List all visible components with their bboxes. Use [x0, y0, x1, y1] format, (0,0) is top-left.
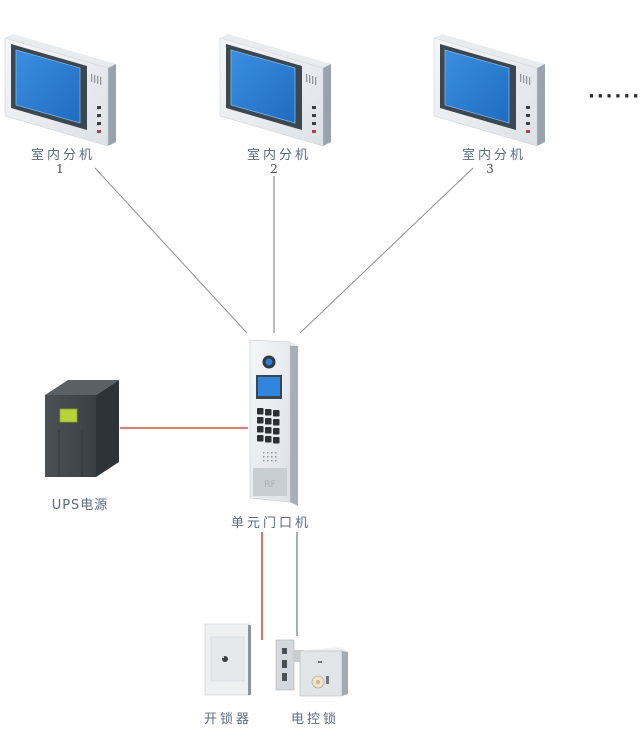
indoor-unit-1: [4, 34, 116, 147]
indoor-unit-1-label: 室内分机: [30, 148, 95, 163]
indoor-unit-2-label: 室内分机: [246, 148, 311, 163]
more-units-ellipsis: ·······: [588, 86, 640, 107]
door-station-label: 单元门口机: [230, 516, 311, 531]
unlock-button-label: 开锁器: [203, 712, 252, 727]
indoor-unit-2: [219, 34, 331, 147]
indoor-unit-2-number: 2: [270, 162, 278, 176]
connection-line-unit1: [94, 167, 248, 334]
door-station: RF: [249, 339, 298, 506]
indoor-unit-1-number: 1: [56, 162, 64, 176]
indoor-unit-3-number: 3: [486, 162, 494, 176]
indoor-unit-3: [433, 34, 545, 147]
ups-unit: [45, 380, 119, 477]
connection-line-unit3: [299, 167, 474, 334]
indoor-unit-3-label: 室内分机: [461, 148, 526, 163]
ups-label: UPS电源: [51, 498, 109, 513]
svg-text:RF: RF: [264, 480, 275, 490]
unlock-button-device: [204, 623, 251, 696]
keypad: [257, 408, 280, 444]
electric-lock-label: 电控锁: [290, 712, 339, 727]
electric-lock-device: [275, 639, 348, 697]
